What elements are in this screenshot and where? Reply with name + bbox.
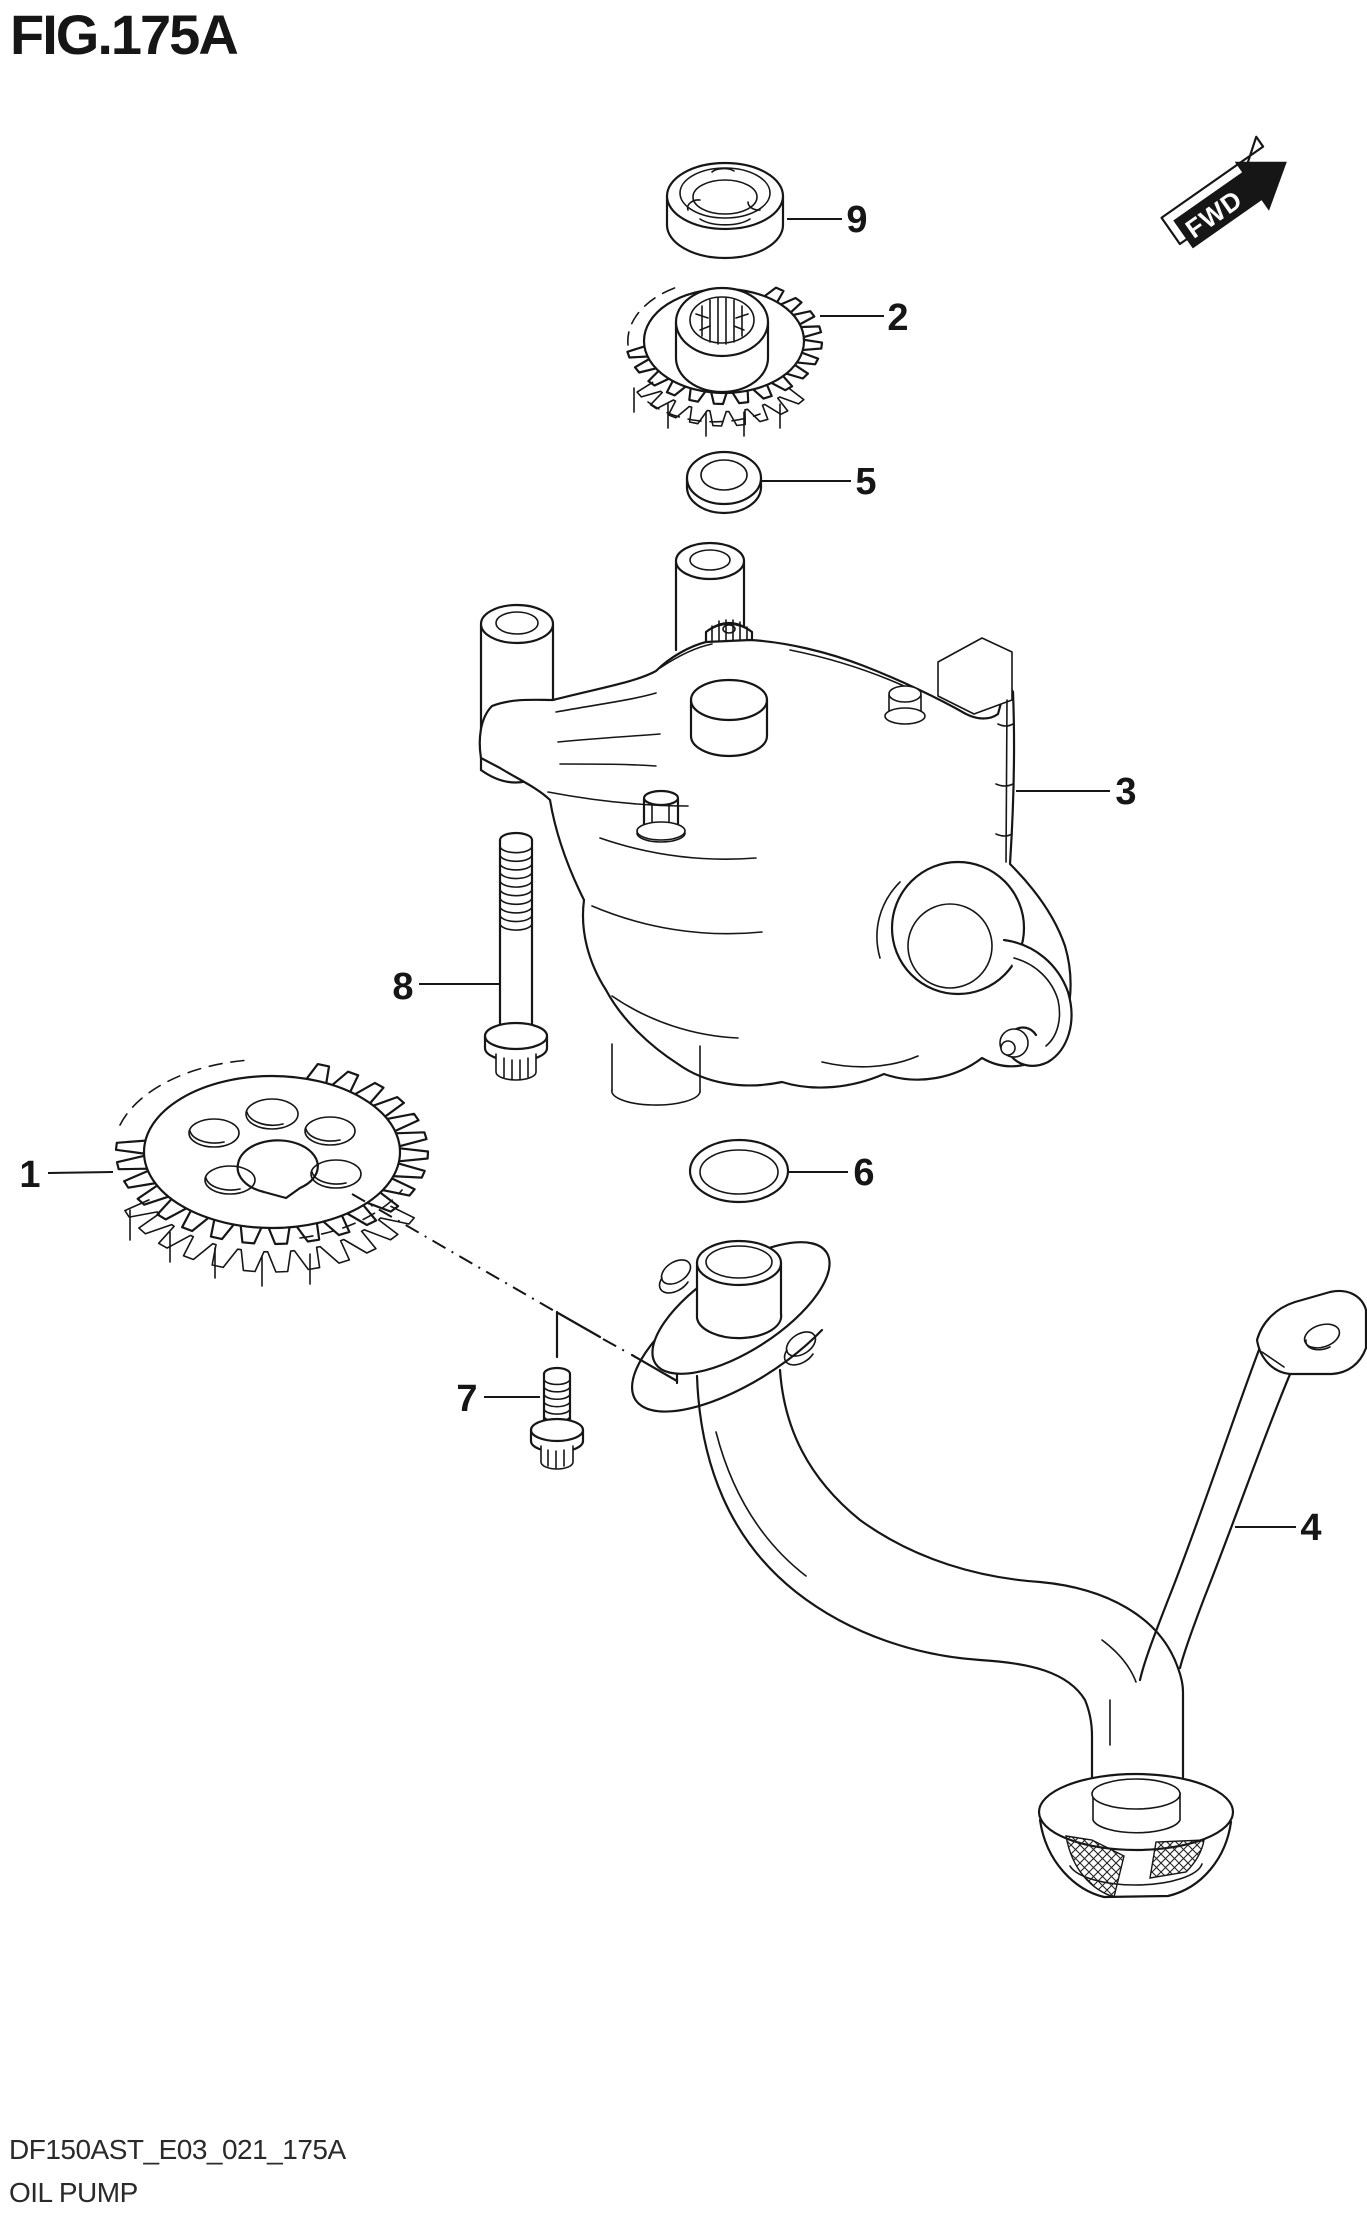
drive-gear-drawing <box>626 285 824 437</box>
drawing-title: OIL PUMP <box>9 2177 138 2208</box>
suction-pipe-drawing <box>631 1239 1367 1899</box>
figure-title: FIG.175A <box>10 3 239 66</box>
callout-3-label: 3 <box>1115 771 1136 813</box>
callout-4-label: 4 <box>1300 1507 1321 1549</box>
callout-7-label: 7 <box>456 1378 477 1420</box>
o-ring-drawing <box>688 1138 790 1204</box>
callouts: 1 2 3 4 5 6 7 8 9 <box>19 199 1321 1549</box>
long-bolt-drawing <box>483 831 549 1081</box>
callout-2-label: 2 <box>887 297 908 339</box>
callout-6-label: 6 <box>853 1152 874 1194</box>
bearing-drawing <box>665 161 785 260</box>
drawing-code: DF150AST_E03_021_175A <box>9 2134 346 2165</box>
fwd-arrow: FWD <box>1160 135 1287 249</box>
washer-drawing <box>685 450 763 515</box>
driven-gear-drawing <box>114 1059 430 1287</box>
short-bolt-drawing <box>529 1366 585 1470</box>
oil-pump-assembly-drawing <box>478 541 1073 1106</box>
callout-1-leader <box>47 1171 114 1174</box>
callout-1-label: 1 <box>19 1154 40 1196</box>
callout-5-label: 5 <box>855 461 876 503</box>
callout-8-label: 8 <box>392 966 413 1008</box>
callout-9-label: 9 <box>846 199 867 241</box>
